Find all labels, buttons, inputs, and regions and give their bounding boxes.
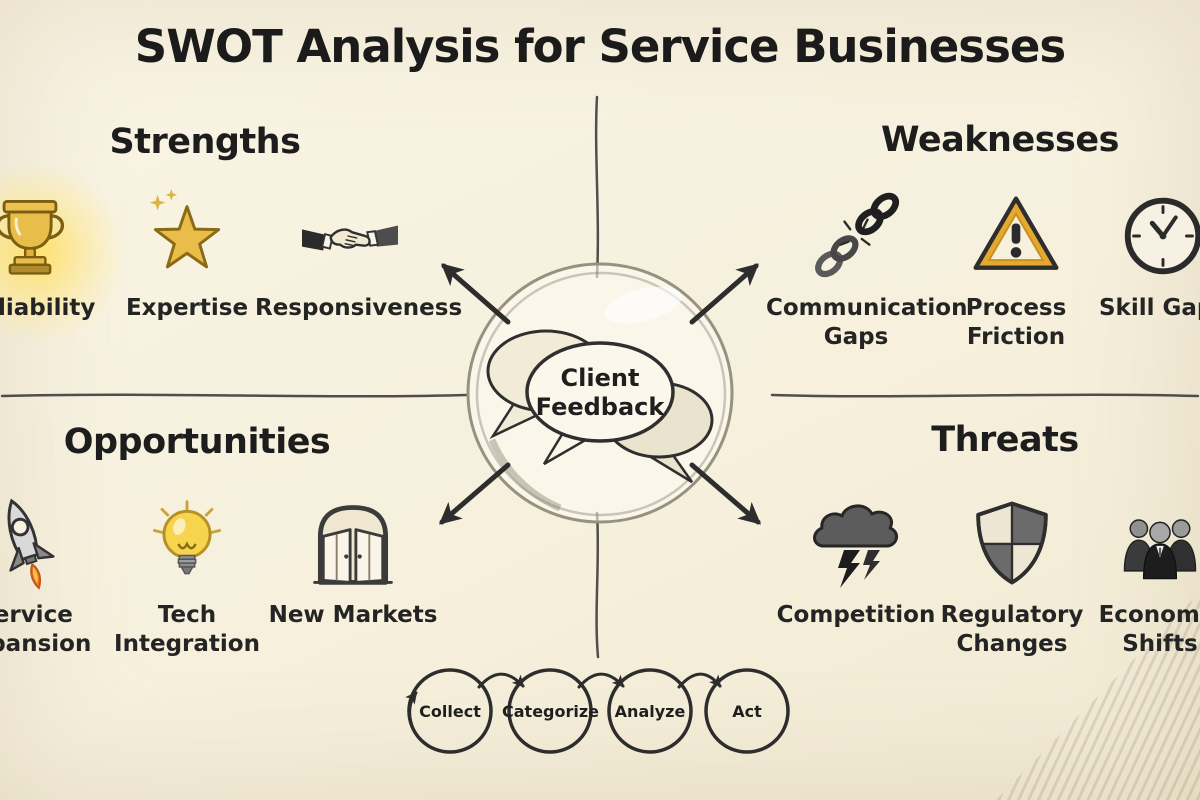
item-label: Tech Integration	[114, 602, 260, 657]
item-label: Skill Gaps	[1098, 295, 1200, 321]
trophy-glow	[0, 165, 125, 340]
strength-item-expertise: Expertise	[112, 183, 262, 323]
weakness-item-process-friction: Process Friction	[941, 183, 1091, 352]
shield-icon	[965, 490, 1059, 592]
item-label: Communication Gaps	[766, 295, 968, 350]
threat-item-competition: Competition	[771, 490, 941, 630]
broken-chain-icon	[808, 183, 904, 285]
cycle-step-analyze: Analyze	[614, 702, 686, 721]
item-label: Process Friction	[965, 295, 1067, 350]
threats-heading: Threats	[931, 420, 1079, 460]
cycle-step-categorize: Categorize	[502, 702, 600, 721]
trophy-icon	[0, 183, 78, 285]
threat-item-regulatory-changes: Regulatory Changes	[932, 490, 1092, 659]
item-label: Regulatory Changes	[940, 602, 1084, 657]
people-icon	[1111, 490, 1200, 592]
strengths-heading: Strengths	[109, 122, 301, 162]
item-label: New Markets	[268, 602, 438, 628]
warning-triangle-icon	[968, 183, 1064, 285]
opportunity-item-service-expansion: Service Expansion	[0, 490, 100, 659]
storm-cloud-icon	[806, 490, 906, 592]
handshake-icon	[296, 183, 404, 285]
weaknesses-heading: Weaknesses	[881, 120, 1119, 160]
item-label: Reliability	[0, 295, 96, 321]
item-label: Service Expansion	[0, 602, 92, 657]
item-label: Economic Shifts	[1098, 602, 1200, 657]
open-doors-icon	[305, 490, 401, 592]
strength-item-reliability: Reliability	[0, 183, 105, 323]
opportunities-heading: Opportunities	[63, 422, 331, 462]
item-label: Responsiveness	[255, 295, 463, 321]
cycle-step-collect: Collect	[419, 702, 481, 721]
weakness-item-skill-gaps: Skill Gaps	[1088, 183, 1200, 323]
lightbulb-icon	[139, 490, 235, 592]
page-title: SWOT Analysis for Service Businesses	[134, 20, 1066, 73]
item-label: Expertise	[125, 295, 249, 321]
cycle-step-act: Act	[732, 702, 762, 721]
star-icon	[138, 183, 236, 285]
strength-item-responsiveness: Responsiveness	[255, 183, 463, 323]
rocket-icon	[0, 490, 74, 592]
item-label: Competition	[776, 602, 936, 628]
weakness-item-communication-gaps: Communication Gaps	[766, 183, 968, 352]
opportunity-item-new-markets: New Markets	[268, 490, 438, 630]
center-hub-label: Client Feedback	[535, 364, 665, 421]
threat-item-economic-shifts: Economic Shifts	[1080, 490, 1200, 659]
clock-icon	[1114, 183, 1200, 285]
opportunity-item-tech-integration: Tech Integration	[112, 490, 262, 659]
